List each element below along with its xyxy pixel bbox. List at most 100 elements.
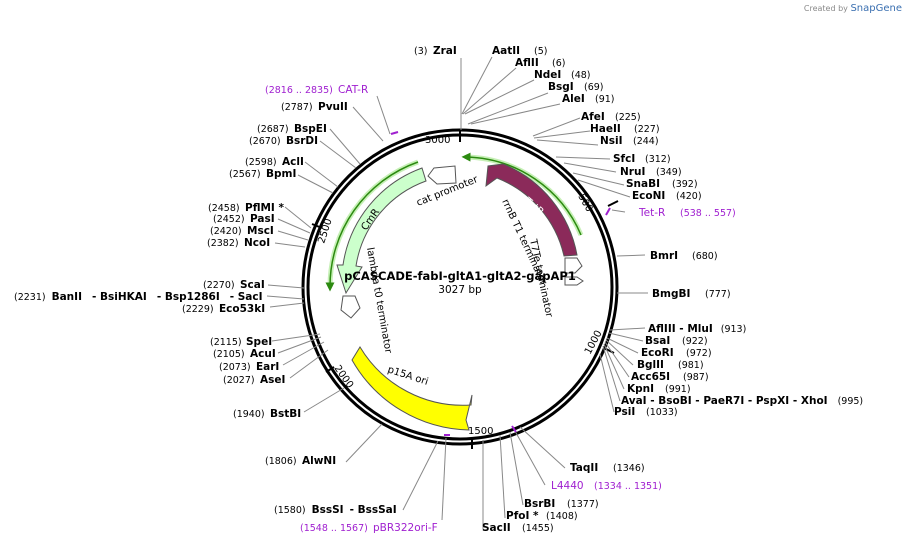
- site-spei-pos: (2115): [210, 337, 242, 348]
- primer-pbr322-range: (1548 .. 1567): [300, 523, 368, 534]
- site-afei: AfeI: [581, 111, 605, 123]
- site-alei: AleI: [562, 93, 585, 105]
- site-nsii: NsiI: [600, 135, 623, 147]
- site-acc65i: Acc65I: [631, 371, 670, 383]
- site-avai: AvaI: [621, 395, 647, 407]
- site-pflmi: PflMI *: [245, 202, 284, 214]
- tick-label-2000: 2000: [332, 363, 356, 390]
- site-bsai-pos: (922): [682, 336, 708, 347]
- primer-tetr-range: (538 .. 557): [680, 208, 736, 219]
- site-bsrbi: BsrBI: [524, 498, 555, 510]
- site-spei: SpeI: [246, 336, 272, 348]
- site-afliii-sep: -: [676, 323, 688, 335]
- primer-tetr: Tet-R: [638, 207, 665, 219]
- site-eco53ki-pos: (2229): [182, 304, 214, 315]
- site-aatii-pos: (5): [534, 46, 547, 57]
- site-msci: MscI: [247, 225, 274, 237]
- site-banii: BanII: [52, 291, 82, 303]
- site-banii-pos: (2231): [14, 292, 46, 303]
- site-msci-pos: (2420): [210, 226, 242, 237]
- site-sfci: SfcI: [613, 153, 635, 165]
- site-ncoi: NcoI: [244, 237, 270, 249]
- site-bsrbi-pos: (1377): [567, 499, 599, 510]
- tick-label-2500: 2500: [316, 217, 334, 245]
- site-asei-pos: (2027): [223, 375, 255, 386]
- site-eari-pos: (2073): [219, 362, 251, 373]
- site-pvuii: PvuII: [318, 101, 348, 113]
- site-pasi-pos: (2452): [213, 214, 245, 225]
- tetr-primer-arrow: [461, 152, 582, 236]
- site-pvuii-pos: (2787): [281, 102, 313, 113]
- site-mlui: MluI: [687, 323, 712, 335]
- site-afliii-row: AflIII - MluI(913): [648, 323, 746, 335]
- site-psii-pos: (1033): [646, 407, 678, 418]
- site-ncoi-pos: (2382): [207, 238, 239, 249]
- site-avai-sep2: -: [692, 395, 704, 407]
- site-scai-pos: (2270): [203, 280, 235, 291]
- catr-primer-arrow: [325, 161, 419, 292]
- site-bsobi: BsoBI: [658, 395, 691, 407]
- site-avai-row: AvaI - BsoBI - PaeR7I - PspXI - XhoI(995…: [621, 395, 863, 407]
- site-eco53ki: Eco53kI: [219, 303, 265, 315]
- t7te-terminator-shape: [564, 276, 584, 286]
- site-bsssi: BssSI: [312, 504, 344, 516]
- site-avai-sep4: -: [789, 395, 801, 407]
- site-avai-pos: (995): [838, 396, 864, 407]
- site-taqii-pos: (1346): [613, 463, 645, 474]
- cat-promoter-shape: [427, 165, 457, 185]
- site-alei-pos: (91): [595, 94, 615, 105]
- site-kpni: KpnI: [627, 383, 654, 395]
- site-aatii: AatII: [492, 45, 520, 57]
- site-acui: AcuI: [250, 348, 276, 360]
- site-banii-row: (2231)BanII- BsiHKAI- Bsp1286I- SacI: [14, 291, 263, 303]
- credit-text: Created by: [803, 4, 848, 13]
- site-bsssi-pos: (1580): [274, 505, 306, 516]
- site-bmgbi: BmgBI: [652, 288, 690, 300]
- primer-marks: [390, 131, 611, 436]
- site-snabi-pos: (392): [672, 179, 698, 190]
- site-bsgi: BsgI: [548, 81, 574, 93]
- site-taqii: TaqII: [570, 462, 598, 474]
- site-pflmi-pos: (2458): [208, 203, 240, 214]
- site-nrui-pos: (349): [656, 167, 682, 178]
- site-kpni-pos: (991): [665, 384, 691, 395]
- site-afei-pos: (225): [615, 112, 641, 123]
- site-afliii: AflIII: [648, 323, 676, 335]
- site-acui-pos: (2105): [213, 349, 245, 360]
- site-bsai: BsaI: [645, 335, 670, 347]
- tick-label-1500: 1500: [468, 426, 493, 437]
- site-asei: AseI: [260, 374, 285, 386]
- p15a-ori-feature: [351, 346, 473, 431]
- site-bpmi: BpmI: [266, 168, 296, 180]
- site-ndei: NdeI: [534, 69, 561, 81]
- primer-l4440-range: (1334 .. 1351): [594, 481, 662, 492]
- site-aflii: AflII: [515, 57, 539, 69]
- rrnb-terminator-shape: [564, 257, 583, 274]
- site-acli: AclI: [282, 156, 304, 168]
- site-snabi: SnaBI: [626, 178, 660, 190]
- leader-lines: [266, 56, 648, 529]
- site-ndei-pos: (48): [571, 70, 591, 81]
- site-ecori: EcoRI: [641, 347, 674, 359]
- site-pspxi: PspXI: [756, 395, 789, 407]
- site-sacii-pos: (1455): [522, 523, 554, 534]
- site-zrai-pos: (3): [414, 46, 427, 57]
- primer-catr-range: (2816 .. 2835): [265, 85, 333, 96]
- site-avai-sep3: -: [744, 395, 756, 407]
- site-alwni: AlwNI: [302, 455, 336, 467]
- site-nsii-pos: (244): [633, 136, 659, 147]
- plasmid-name: pCASCADE-fabI-gltA1-gltA2-gapAP1: [344, 269, 576, 283]
- site-ecori-pos: (972): [686, 348, 712, 359]
- site-nrui: NruI: [620, 166, 645, 178]
- site-pfoi-pos: (1408): [546, 511, 578, 522]
- cmr-feature: [336, 167, 427, 295]
- site-econi: EcoNI: [632, 190, 665, 202]
- site-saci: SacI: [238, 291, 263, 303]
- primer-l4440: L4440: [551, 480, 584, 492]
- site-pfoi: PfoI *: [506, 510, 539, 522]
- site-bmgbi-pos: (777): [705, 289, 731, 300]
- site-bsrdi-pos: (2670): [249, 136, 281, 147]
- snapgene-credit: Created by SnapGene: [804, 3, 902, 14]
- site-haeii: HaeII: [590, 123, 621, 135]
- site-bsssi-row: (1580)BssSI- BssSaI: [274, 504, 397, 516]
